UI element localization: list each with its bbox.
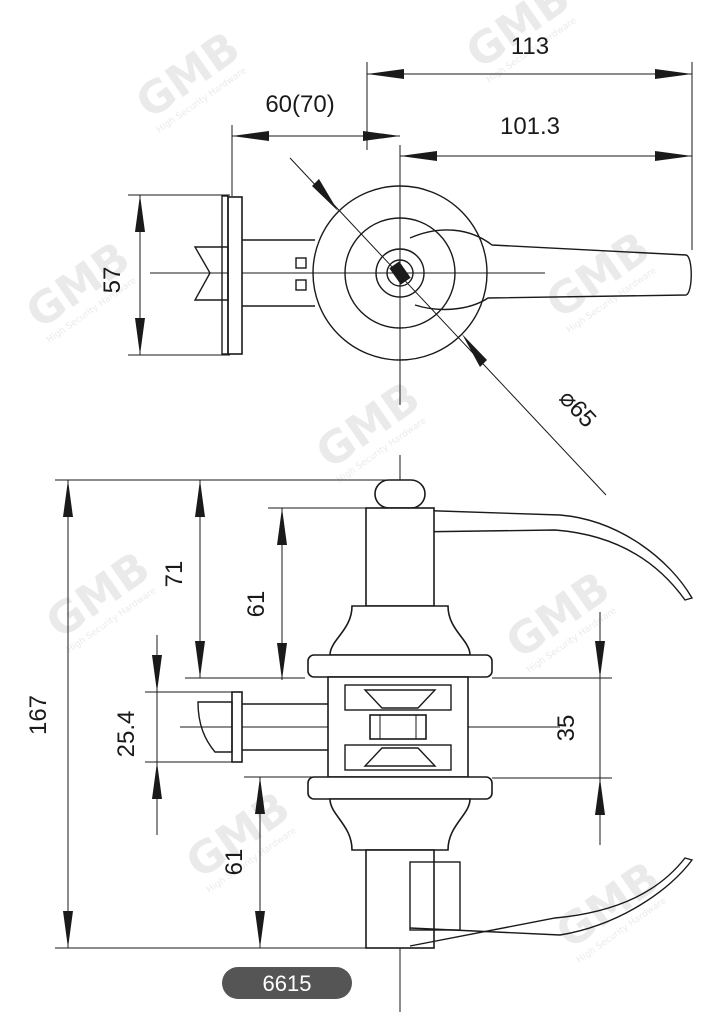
dim-label-35: 35 xyxy=(553,715,580,742)
latch-bolt xyxy=(197,701,233,753)
model-number: 6615 xyxy=(263,971,312,996)
arrowhead xyxy=(595,778,605,815)
arrowhead xyxy=(277,508,287,545)
arrowhead xyxy=(135,195,145,232)
arrowhead xyxy=(655,69,692,79)
arrowhead xyxy=(255,911,265,948)
arrowhead xyxy=(367,69,404,79)
upper-lever-hub xyxy=(374,479,426,509)
upper-rose-cap xyxy=(329,605,471,656)
upper-neck xyxy=(365,507,435,607)
dim-label-71: 71 xyxy=(161,561,188,588)
dim-label-61-lower: 61 xyxy=(221,849,248,876)
spring-cage-lower xyxy=(344,744,452,771)
dim-label-diameter: ⌀65 xyxy=(554,385,602,434)
arrowhead xyxy=(277,643,287,680)
dim-label-57: 57 xyxy=(99,267,126,294)
latch-faceplate-edge xyxy=(221,195,229,355)
lower-rose-plate xyxy=(307,776,493,800)
inner-rose xyxy=(344,217,456,329)
key-cylinder xyxy=(386,259,414,287)
thumbturn-block xyxy=(409,861,461,931)
arrowhead xyxy=(595,641,605,678)
arrowhead xyxy=(232,131,269,141)
dim-label-backset: 60(70) xyxy=(265,91,334,118)
arrowhead xyxy=(312,179,338,211)
diameter-leader xyxy=(289,157,607,496)
top-view: 113 101.3 60(70) 57 ⌀65 xyxy=(99,33,693,496)
lever-handle-top xyxy=(409,229,692,311)
arrowhead xyxy=(135,318,145,355)
model-badge: 6615 xyxy=(222,967,352,999)
lower-cam xyxy=(363,747,437,767)
arrowhead xyxy=(462,334,487,367)
arrowhead xyxy=(195,480,205,517)
arrowhead xyxy=(152,762,162,799)
latch-bolt xyxy=(193,246,229,301)
side-view: 167 71 61 25.4 61 35 xyxy=(25,455,694,1012)
spring-cage-upper xyxy=(344,684,452,711)
arrowhead xyxy=(63,480,73,517)
upper-cam xyxy=(363,689,437,709)
lower-rose-cap xyxy=(329,798,471,851)
arrowhead xyxy=(655,151,692,161)
model-badge-pill xyxy=(222,967,352,999)
arrowhead xyxy=(255,777,265,814)
latch-faceplate xyxy=(231,691,243,763)
lower-lever-arm xyxy=(409,857,694,947)
upper-rose-plate xyxy=(307,654,493,678)
arrowhead xyxy=(63,911,73,948)
latch-tab xyxy=(295,257,307,269)
center-spindle xyxy=(369,714,427,740)
dim-label-113: 113 xyxy=(511,33,549,60)
cylinder-ring xyxy=(375,248,425,298)
arrowhead xyxy=(152,655,162,692)
latch-tab xyxy=(295,279,307,291)
lower-neck xyxy=(365,849,435,949)
dim-label-25-4: 25.4 xyxy=(113,711,140,758)
dim-label-61-upper: 61 xyxy=(243,591,270,618)
arrowhead xyxy=(363,131,400,141)
upper-lever-arm xyxy=(409,509,694,601)
outer-rose xyxy=(312,185,488,361)
arrowhead xyxy=(400,151,437,161)
keyway xyxy=(389,261,411,285)
arrowhead xyxy=(195,641,205,678)
dim-label-167: 167 xyxy=(25,695,52,735)
latch-faceplate xyxy=(227,196,243,355)
dim-label-101-3: 101.3 xyxy=(500,113,560,140)
